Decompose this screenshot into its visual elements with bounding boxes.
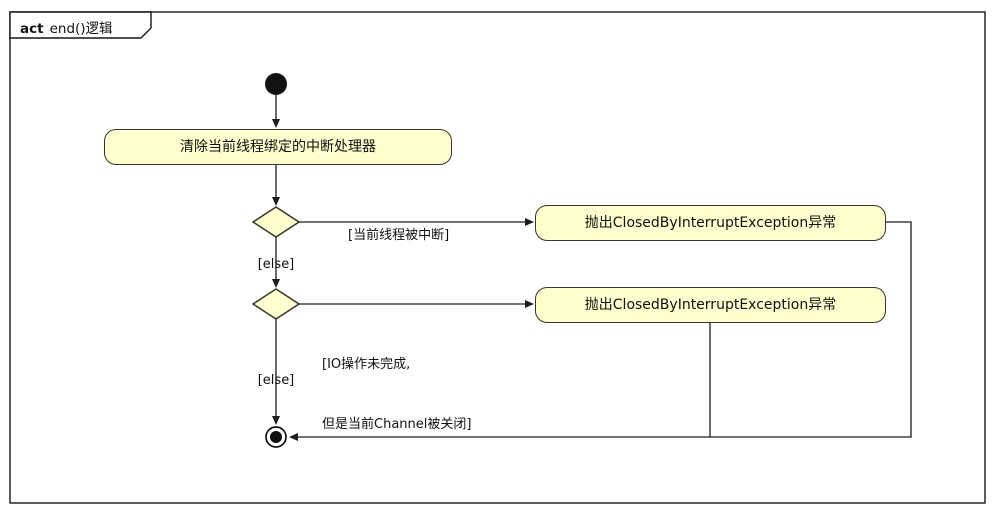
arrowhead-right-icon xyxy=(525,300,534,308)
final-node-core-icon xyxy=(270,431,282,443)
frame-title-tab xyxy=(9,11,152,39)
guard-io-incomplete: [IO操作未完成, 但是当前Channel被关闭] xyxy=(322,315,471,475)
edge-throw1-to-final xyxy=(298,221,912,438)
activity-label: 清除当前线程绑定的中断处理器 xyxy=(180,139,376,155)
frame-title: act end()逻辑 xyxy=(20,17,113,37)
decision-thread-interrupted xyxy=(251,206,301,238)
decision-io-incomplete xyxy=(251,288,301,320)
guard-else-2: [else] xyxy=(257,373,295,388)
guard-io-line1: [IO操作未完成, xyxy=(322,357,411,372)
activity-label: 抛出ClosedByInterruptException异常 xyxy=(584,215,837,231)
arrowhead-down-icon xyxy=(272,416,280,425)
guard-io-line2: 但是当前Channel被关闭] xyxy=(322,417,472,432)
activity-throw-exception-1: 抛出ClosedByInterruptException异常 xyxy=(535,205,886,241)
guard-else-1: [else] xyxy=(257,257,295,272)
frame-keyword: act xyxy=(20,21,44,37)
activity-throw-exception-2: 抛出ClosedByInterruptException异常 xyxy=(535,287,886,323)
arrowhead-left-icon xyxy=(289,433,298,441)
arrowhead-down-icon xyxy=(272,279,280,288)
arrowhead-down-icon xyxy=(272,197,280,206)
initial-node-icon xyxy=(265,73,287,95)
activity-label: 抛出ClosedByInterruptException异常 xyxy=(584,297,837,313)
frame-title-text: end()逻辑 xyxy=(49,21,113,37)
arrowhead-right-icon xyxy=(525,218,534,226)
frame-border xyxy=(9,11,986,504)
activity-clear-interrupt-handler: 清除当前线程绑定的中断处理器 xyxy=(104,129,452,165)
arrowhead-down-icon xyxy=(272,119,280,128)
guard-thread-interrupted: [当前线程被中断] xyxy=(348,228,450,243)
